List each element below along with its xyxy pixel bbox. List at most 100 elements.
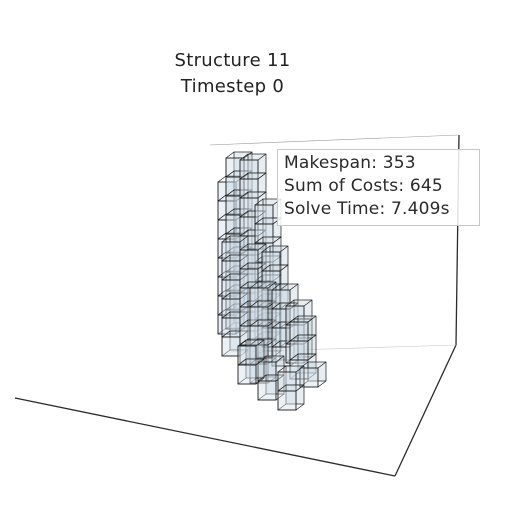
block-edge — [289, 334, 299, 342]
block-edge — [225, 189, 235, 197]
block-edge — [317, 380, 327, 388]
block-back-face — [285, 384, 305, 405]
block-edge — [221, 273, 231, 281]
makespan-label: Makespan: 353 — [284, 153, 416, 173]
block-edge — [217, 232, 227, 240]
sum-of-costs-label: Sum of Costs: 645 — [284, 176, 443, 196]
block-edge — [249, 319, 259, 327]
block-edge — [221, 330, 231, 338]
block-edge — [271, 302, 281, 310]
block-back-face — [247, 338, 267, 359]
block-edge — [307, 315, 317, 323]
block-cube — [289, 334, 317, 361]
block-edge — [239, 254, 249, 262]
block-back-face — [269, 321, 289, 342]
block-edge — [261, 245, 271, 253]
block-edge — [271, 340, 281, 348]
block-front-face — [277, 390, 297, 411]
block-edge — [255, 377, 265, 385]
block-edge — [255, 339, 265, 347]
block-edge — [267, 376, 277, 384]
block-cube — [277, 384, 305, 411]
block-cube — [225, 170, 253, 197]
block-edge — [239, 292, 249, 300]
block-edge — [279, 283, 289, 291]
block-back-face — [307, 361, 327, 382]
block-edge — [239, 191, 249, 199]
block-edge — [279, 302, 289, 310]
structure-title: Structure 11 — [174, 50, 291, 71]
block-edge — [289, 315, 299, 323]
block-cube — [277, 365, 305, 392]
block-edge — [257, 210, 267, 218]
block-edge — [295, 403, 305, 411]
block-edge — [221, 292, 231, 300]
block-edge — [217, 213, 227, 221]
block-edge — [257, 229, 267, 237]
block-edge — [272, 236, 282, 244]
block-cube — [225, 303, 253, 330]
block-edge — [254, 217, 264, 225]
block-edge — [261, 321, 271, 329]
block-edge — [221, 254, 231, 262]
block-front-face — [257, 380, 277, 401]
block-edge — [237, 377, 247, 385]
block-cube — [225, 189, 253, 216]
timestep-label: Timestep 0 — [180, 76, 285, 97]
block-edge — [271, 283, 281, 291]
block-edge — [257, 357, 267, 365]
block-edge — [275, 355, 285, 363]
back-wall-top-edge — [209, 134, 460, 146]
block-edge — [261, 283, 271, 291]
stats-box: Makespan: 353 Sum of Costs: 645 Solve Ti… — [277, 149, 480, 226]
block-edge — [307, 334, 317, 342]
block-edge — [261, 302, 271, 310]
block-cube — [271, 283, 299, 310]
block-edge — [254, 198, 264, 206]
block-edge — [307, 353, 317, 361]
block-edge — [279, 245, 289, 253]
block-edge — [257, 172, 267, 180]
block-edge — [237, 358, 247, 366]
block-edge — [289, 283, 299, 291]
block-edge — [275, 374, 285, 382]
block-cube — [289, 315, 317, 342]
block-edge — [225, 208, 235, 216]
block-edge — [239, 281, 249, 289]
block-edge — [239, 210, 249, 218]
block-front-face — [221, 336, 241, 357]
floor-right-edge — [394, 344, 457, 477]
block-front-face — [225, 309, 245, 330]
block-edge — [285, 299, 295, 307]
block-cube — [237, 358, 265, 385]
block-edge — [277, 403, 287, 411]
block-edge — [221, 235, 231, 243]
block-edge — [279, 321, 289, 329]
block-back-face — [265, 374, 285, 395]
block-cube — [285, 318, 313, 345]
block-edge — [239, 153, 249, 161]
block-back-face — [293, 337, 313, 358]
block-cube — [257, 355, 285, 382]
block-edge — [239, 319, 249, 327]
block-edge — [217, 175, 227, 183]
block-edge — [261, 340, 271, 348]
block-edge — [239, 229, 249, 237]
block-edge — [257, 153, 267, 161]
block-cube — [285, 337, 313, 364]
block-cube — [299, 361, 327, 388]
block-edge — [239, 235, 249, 243]
block-edge — [221, 349, 231, 357]
block-edge — [317, 361, 327, 369]
block-edge — [221, 311, 231, 319]
block-edge — [237, 339, 247, 347]
block-edge — [257, 393, 267, 401]
block-edge — [257, 191, 267, 199]
block-edge — [239, 330, 249, 338]
block-edge — [275, 393, 285, 401]
block-edge — [225, 170, 235, 178]
block-edge — [249, 281, 259, 289]
block-edge — [267, 281, 277, 289]
block-edge — [277, 365, 287, 373]
block-edge — [295, 384, 305, 392]
